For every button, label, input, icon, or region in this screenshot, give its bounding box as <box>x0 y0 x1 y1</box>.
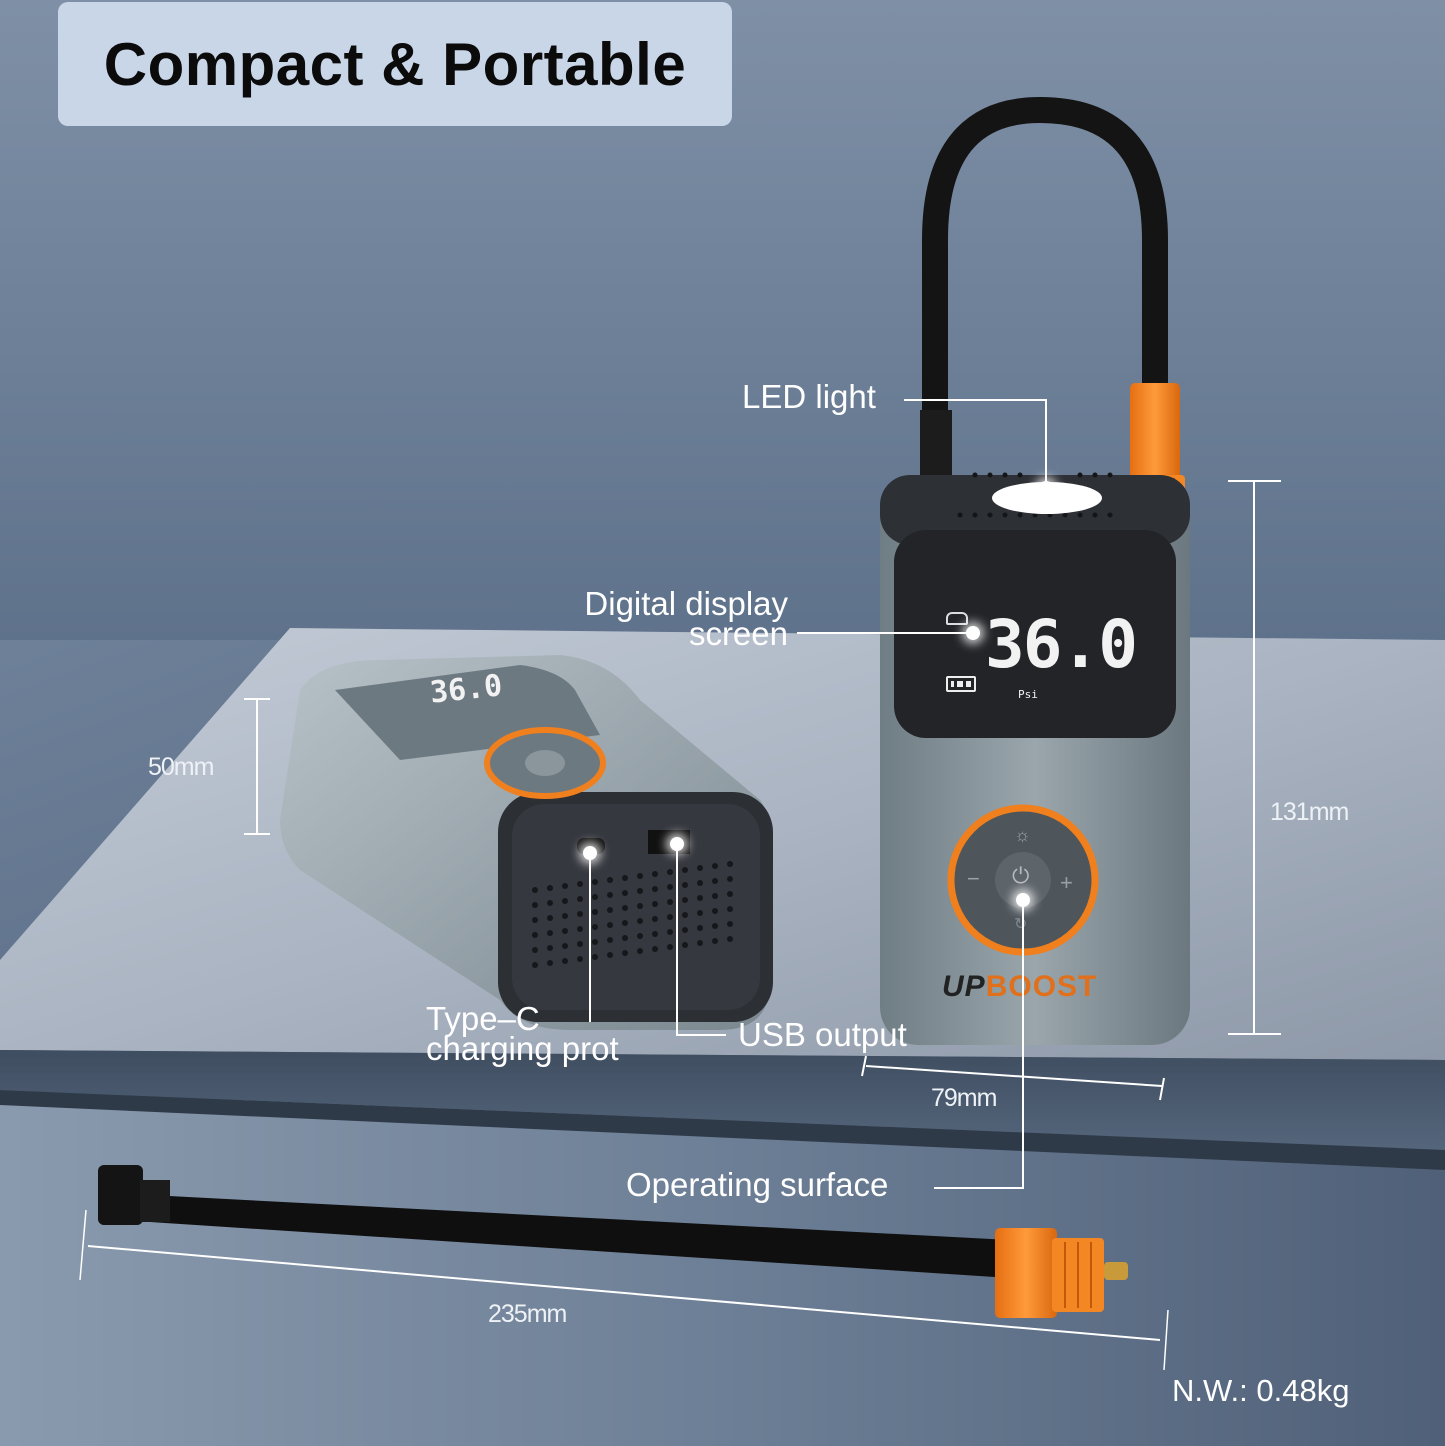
callout-type-c: Type–C charging prot <box>426 1000 619 1067</box>
callout-dot <box>966 626 980 640</box>
dimension-line <box>256 698 258 834</box>
brand-prefix: UP <box>942 970 986 1003</box>
minus-icon[interactable]: − <box>967 866 980 891</box>
callout-line <box>904 399 1046 401</box>
display-value: 36.0 <box>985 606 1138 683</box>
dimension-tick <box>1228 1033 1281 1035</box>
battery-icon <box>946 676 976 692</box>
callout-digital-display-line1: Digital display <box>584 585 788 622</box>
power-icon[interactable]: ⏻ <box>1012 863 1030 888</box>
callout-dot <box>670 837 684 851</box>
callout-digital-display-line2: screen <box>688 615 788 652</box>
callout-dot <box>583 846 597 860</box>
callout-dot <box>1016 893 1030 907</box>
callout-dot <box>1039 481 1053 495</box>
callout-usb-output: USB output <box>738 1016 907 1053</box>
callout-line <box>589 856 591 1022</box>
dimension-hose-length: 235mm <box>488 1300 567 1328</box>
light-icon[interactable]: ☼ <box>1014 825 1031 845</box>
page-title: Compact & Portable <box>103 30 687 98</box>
callout-led-light: LED light <box>742 378 876 415</box>
callout-line <box>797 632 969 634</box>
net-weight: N.W.: 0.48kg <box>1172 1373 1350 1408</box>
title-banner: Compact & Portable <box>58 2 732 126</box>
display-unit: Psi <box>1018 688 1038 701</box>
callout-type-c-line2: charging prot <box>426 1030 619 1067</box>
dimension-tick <box>244 698 270 700</box>
callout-type-c-line1: Type–C <box>426 1000 540 1037</box>
callout-digital-display: Digital display screen <box>552 585 788 652</box>
callout-line <box>676 1034 726 1036</box>
brand-name: BOOST <box>985 970 1098 1003</box>
dimension-height-upright: 131mm <box>1270 798 1349 826</box>
dimension-line <box>1253 480 1255 1034</box>
dimension-tick <box>1228 480 1281 482</box>
callout-line <box>1045 399 1047 485</box>
callout-line <box>1022 903 1024 1189</box>
brand-logo: UPBOOST <box>942 970 1097 1004</box>
dimension-width: 79mm <box>931 1084 997 1112</box>
cycle-icon[interactable]: ↻ <box>1014 916 1028 933</box>
callout-operating-surface: Operating surface <box>626 1166 889 1203</box>
dimension-tick <box>244 833 270 835</box>
plus-icon[interactable]: + <box>1060 870 1073 895</box>
car-icon <box>946 612 968 625</box>
callout-line <box>934 1187 1024 1189</box>
dimension-height-flat: 50mm <box>148 753 214 781</box>
callout-line <box>676 847 678 1035</box>
